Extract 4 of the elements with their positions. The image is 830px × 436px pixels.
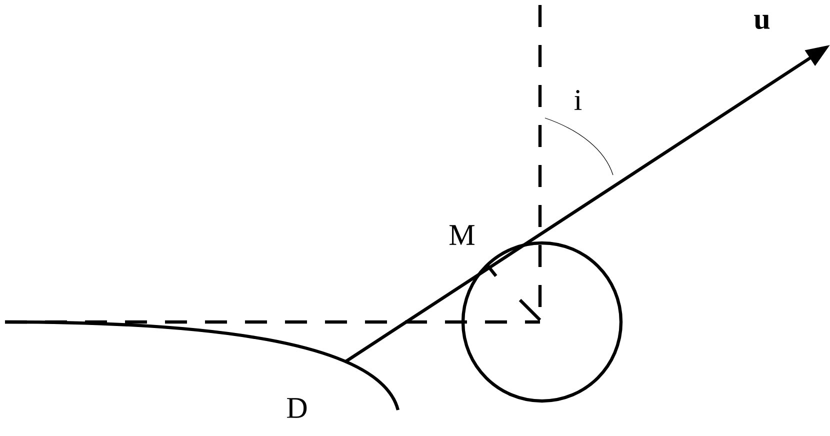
point-label: D (287, 398, 307, 418)
angle-label: i (574, 90, 582, 110)
vector-label: u (754, 14, 770, 30)
point-label: M (450, 225, 474, 245)
